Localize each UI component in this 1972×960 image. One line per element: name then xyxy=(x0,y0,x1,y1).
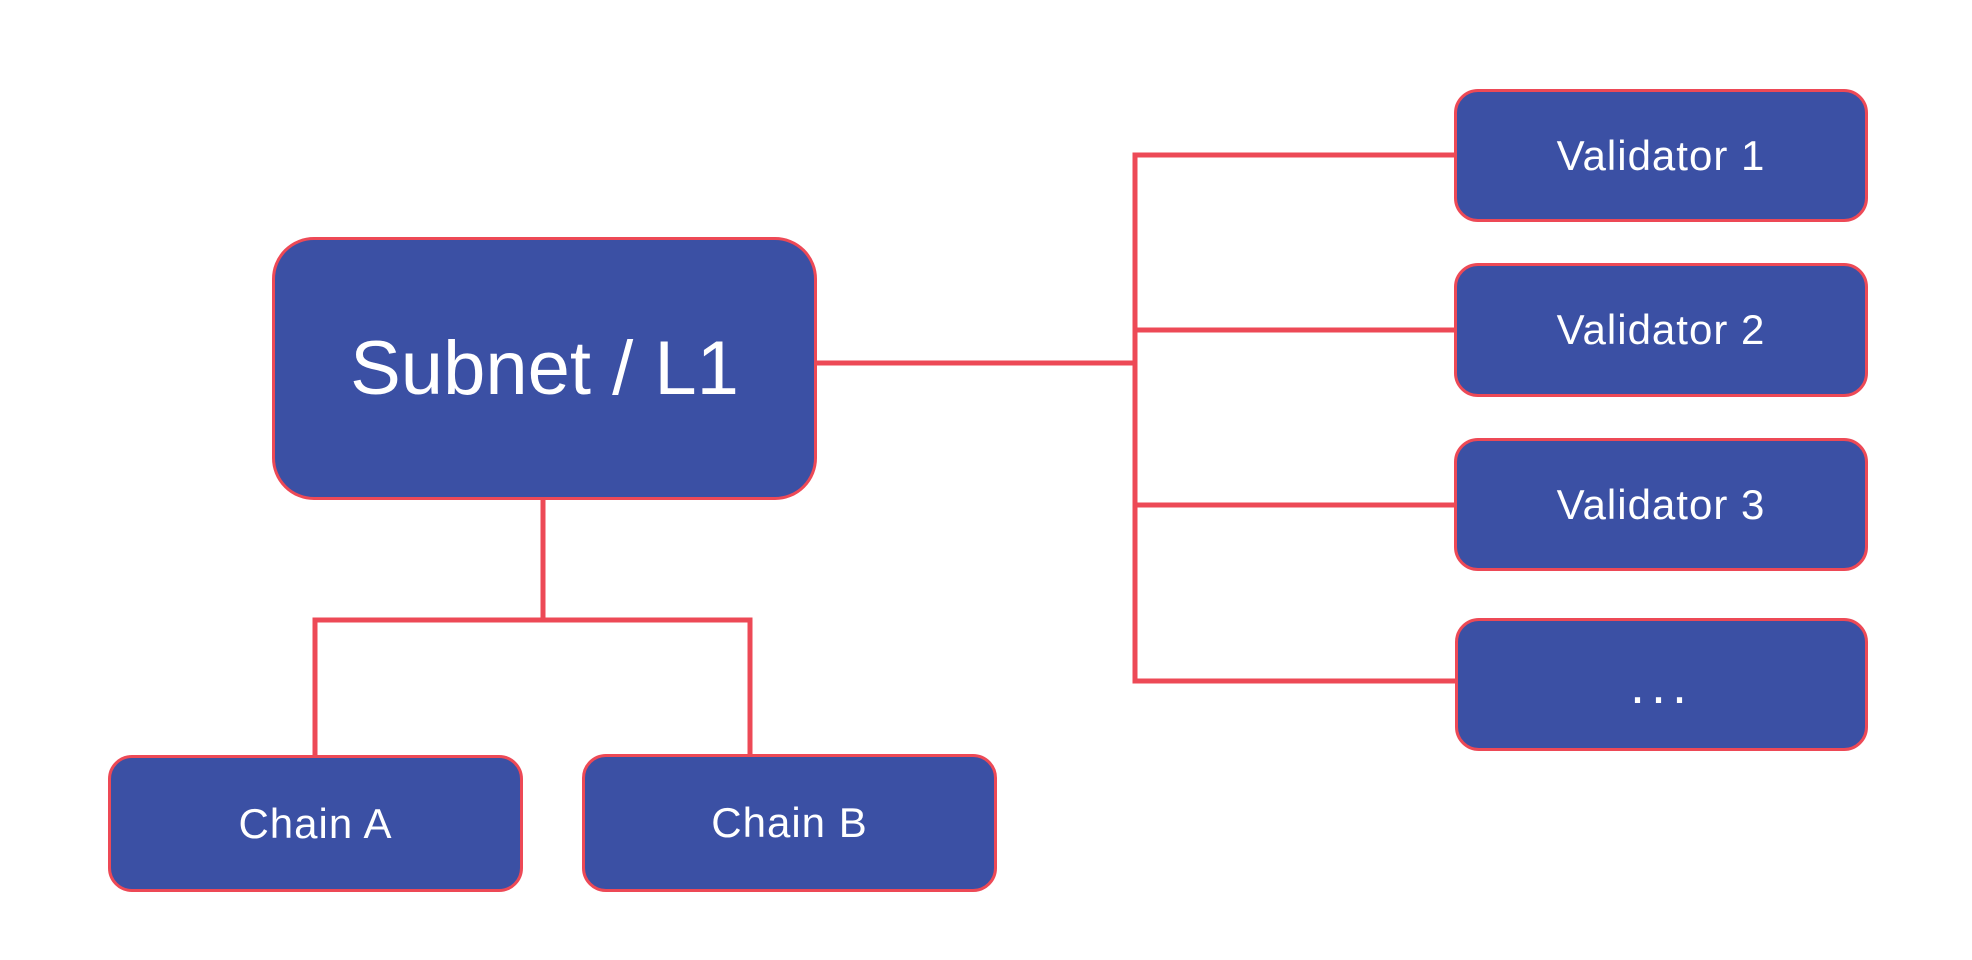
node-validator-3-label: Validator 3 xyxy=(1556,480,1766,528)
node-more-validators: ... xyxy=(1455,618,1868,751)
node-subnet-l1: Subnet / L1 xyxy=(272,237,817,500)
node-chain-a-label: Chain A xyxy=(238,799,393,847)
node-chain-b: Chain B xyxy=(582,754,997,892)
node-subnet-l1-label: Subnet / L1 xyxy=(350,326,739,411)
node-more-validators-label: ... xyxy=(1629,654,1693,715)
connector-path xyxy=(312,152,1460,760)
node-validator-1: Validator 1 xyxy=(1454,89,1868,222)
node-validator-2-label: Validator 2 xyxy=(1556,306,1766,353)
node-validator-2: Validator 2 xyxy=(1454,263,1868,397)
node-chain-a: Chain A xyxy=(108,755,523,892)
node-validator-3: Validator 3 xyxy=(1454,438,1868,571)
node-validator-1-label: Validator 1 xyxy=(1556,131,1766,179)
node-chain-b-label: Chain B xyxy=(711,799,868,846)
